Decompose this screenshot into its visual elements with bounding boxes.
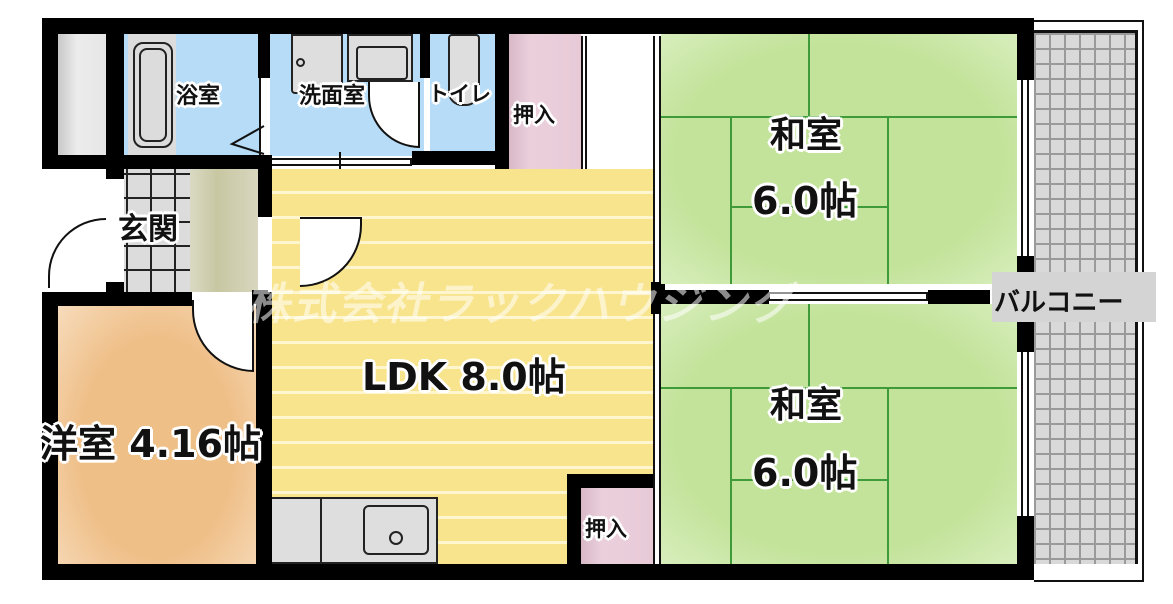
- tatami-line: [730, 206, 888, 208]
- tatami-line: [808, 304, 810, 388]
- wall-bath-washroom: [258, 34, 270, 78]
- bathtub: [128, 34, 176, 156]
- japanese-bottom-size: 6.0帖: [752, 451, 858, 495]
- tatami-line: [661, 116, 1017, 118]
- wall-wet-area-bottom-right: [412, 151, 496, 165]
- ldk-label: LDK 8.0帖: [362, 355, 566, 399]
- wall-western-ldk: [256, 292, 272, 570]
- entrance-step: [190, 169, 258, 292]
- kitchen-sink: [363, 505, 429, 555]
- wall-closet-bottom-top: [567, 474, 659, 488]
- window-top[interactable]: [1021, 80, 1029, 256]
- wall-closet-bottom-left: [567, 474, 581, 570]
- entrance-door[interactable]: [48, 218, 106, 288]
- tatami-line: [661, 387, 1017, 389]
- washing-machine-drain: [296, 58, 305, 67]
- wall-right-top: [1017, 18, 1034, 80]
- entrance-floor: [124, 169, 190, 292]
- japanese-top-sliding-door[interactable]: [653, 36, 661, 286]
- tatami-line: [887, 116, 889, 284]
- company-watermark: 株式会社ラックハウジング: [243, 279, 805, 330]
- japanese-rooms-sliding-door[interactable]: [768, 292, 928, 301]
- wall-japanese-mid-left: [661, 290, 769, 304]
- folding-door-symbol: [229, 125, 265, 155]
- western-room-label: 洋室 4.16帖: [40, 422, 261, 466]
- washroom-label: 洗面室: [299, 84, 366, 109]
- wall-entrance-left-bottom: [106, 282, 124, 292]
- closet-bottom-label: 押入: [585, 517, 627, 541]
- japanese-bottom-sliding-door[interactable]: [653, 310, 661, 564]
- washbasin-inner: [356, 46, 408, 80]
- japanese-room-bottom: [661, 304, 1017, 564]
- tatami-line: [730, 387, 732, 564]
- storage-room: [58, 34, 106, 156]
- closet-top-label: 押入: [513, 103, 555, 127]
- sliding-door-joint: [339, 152, 341, 172]
- sink-drain: [389, 531, 403, 545]
- closet-bottom: [581, 488, 653, 564]
- tatami-line: [887, 387, 889, 564]
- japanese-top-name: 和室: [770, 115, 843, 156]
- bathtub-inner: [139, 48, 167, 142]
- outer-wall-bottom: [42, 564, 1036, 580]
- wall-western-top: [42, 292, 192, 306]
- japanese-room-top: [661, 34, 1017, 284]
- window-bottom[interactable]: [1021, 352, 1029, 516]
- wall-entrance-ldk: [258, 155, 272, 217]
- outer-wall-top: [42, 18, 1034, 34]
- bath-label: 浴室: [176, 84, 221, 109]
- entrance-label: 玄関: [118, 212, 178, 247]
- kitchen-stove-counter: [272, 497, 322, 564]
- outer-wall-left-bottom: [42, 292, 58, 580]
- wall-washroom-toilet: [420, 34, 430, 78]
- kitchen-sink-counter: [320, 497, 438, 564]
- balcony-label: バルコニー: [994, 288, 1124, 318]
- japanese-top-size: 6.0帖: [752, 179, 858, 223]
- wall-entrance-left: [106, 169, 124, 179]
- wall-storage-bath: [106, 34, 124, 168]
- toilet-bowl: [448, 34, 480, 106]
- closet-top-sliding-door[interactable]: [581, 36, 587, 200]
- japanese-bottom-name: 和室: [770, 385, 843, 426]
- toilet-label: トイレ: [428, 82, 491, 106]
- washbasin: [347, 34, 413, 82]
- tatami-line: [730, 116, 732, 284]
- bathtub-outline: [133, 42, 173, 148]
- wall-right-bottom: [1017, 516, 1034, 580]
- bath-folding-door[interactable]: [259, 78, 263, 156]
- washroom-sliding-door[interactable]: [270, 158, 412, 166]
- wall-wet-area-bottom-left: [42, 155, 270, 169]
- wall-japanese-mid-right: [928, 290, 990, 304]
- tatami-line: [730, 479, 888, 481]
- outer-wall-left-top: [42, 18, 58, 168]
- balcony-label-box: [992, 272, 1156, 322]
- tatami-line: [808, 34, 810, 118]
